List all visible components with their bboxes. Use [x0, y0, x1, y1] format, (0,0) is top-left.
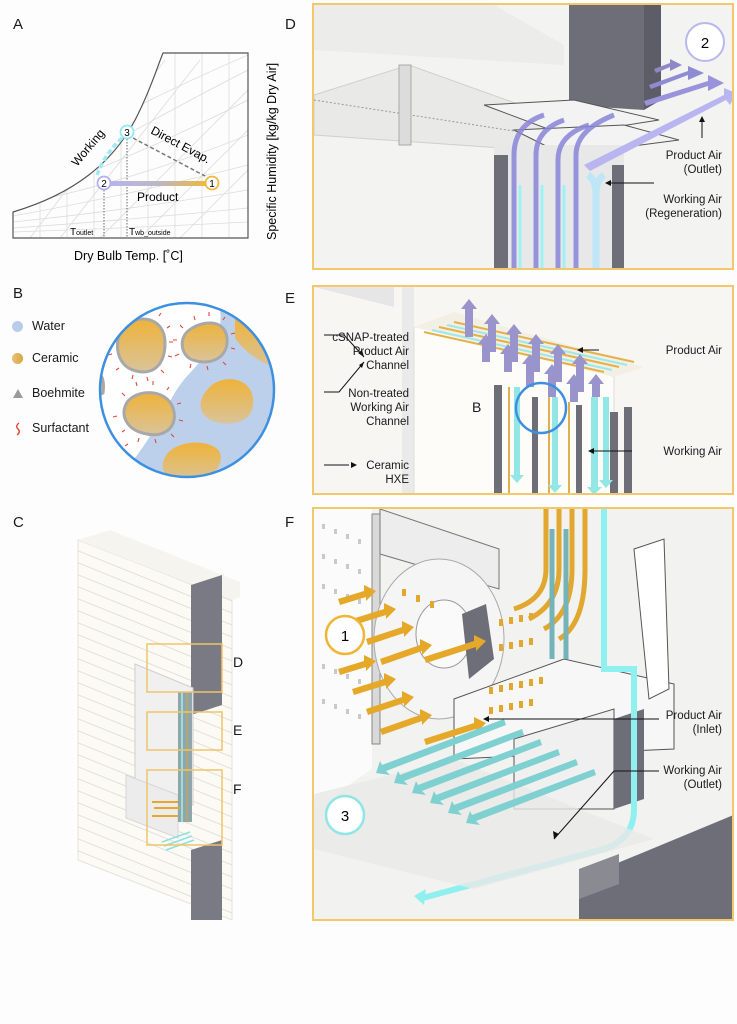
stage-3-marker	[324, 794, 366, 836]
callout-box-e	[146, 711, 223, 751]
product-channels-vertical	[508, 387, 570, 493]
callout-label-d: D	[233, 654, 244, 670]
stage-2-marker	[685, 22, 725, 62]
t-wb-label: Twb_outside	[129, 227, 171, 238]
working-air-outlet-arrows	[376, 719, 596, 825]
legend-item-ceramic: Ceramic	[12, 351, 152, 367]
intake-grille	[125, 774, 179, 839]
microstructure-inset	[98, 301, 276, 479]
working-process-line	[95, 136, 124, 176]
hxe-channel-illustration	[314, 287, 732, 493]
legend-item-boehmite: Boehmite	[12, 386, 152, 402]
callout-box-f	[146, 769, 223, 846]
ceramic-dot-icon	[12, 353, 23, 364]
product-air-inlet-label: Product Air(Inlet)	[665, 710, 722, 736]
chart-grid	[13, 53, 248, 238]
wall-side-lower	[191, 840, 222, 920]
working-air-down-arrows	[510, 387, 613, 493]
stage-1-marker	[324, 614, 366, 656]
panel-label-d: D	[285, 16, 296, 33]
svg-text:1: 1	[209, 179, 215, 190]
product-air-channels	[511, 112, 615, 268]
inset-ring	[98, 301, 276, 479]
leader-lines	[324, 334, 632, 466]
working-curve-label: Working	[69, 126, 108, 169]
svg-text:2: 2	[701, 35, 709, 52]
psychrometric-chart: 1 2 3 Working Direct Evap. Product Toutl…	[12, 52, 279, 263]
saturation-curve	[12, 52, 249, 239]
panel-label-c: C	[13, 514, 24, 531]
svg-text:1: 1	[341, 628, 349, 645]
product-air-outlet-label: Product Air(Outlet)	[665, 150, 722, 176]
working-air-label: Working Air	[663, 446, 722, 458]
legend-item-water: Water	[12, 319, 152, 335]
panel-label-a: A	[13, 16, 24, 33]
wall-overview	[77, 530, 240, 920]
callout-label-e: E	[233, 722, 243, 738]
perforated-grille	[314, 509, 372, 809]
panel-label-e: E	[285, 290, 296, 307]
panel-label-b: B	[13, 285, 24, 302]
product-air-inlet-arrows	[338, 585, 486, 745]
inset-b-label: B	[472, 399, 482, 415]
legend-item-surfactant: Surfactant	[12, 421, 152, 437]
panel-label-f: F	[285, 514, 295, 531]
surfactant-squiggle-icon	[16, 422, 20, 436]
state-point-2: 2	[96, 175, 112, 191]
product-process-line	[110, 181, 206, 186]
state-point-1: 1	[204, 175, 220, 191]
svg-text:3: 3	[124, 128, 130, 139]
working-air-channels	[518, 185, 566, 268]
outlet-detail-illustration: 2	[314, 5, 732, 268]
boehmite-triangle-icon	[13, 389, 23, 398]
panel-f: 1 3 Product Air(Inlet) Working Air(Outle…	[312, 507, 734, 921]
product-label: Product	[137, 190, 179, 204]
wall-side-upper	[191, 575, 222, 715]
water-dot-icon	[12, 321, 23, 332]
panel-d: 2 Product Air(Outlet) Working Air(Regene…	[312, 3, 734, 270]
inset-b-marker	[514, 381, 568, 435]
callout-label-f: F	[233, 781, 242, 797]
svg-text:3: 3	[341, 808, 349, 825]
direct-evap-line	[132, 137, 206, 177]
y-axis-label: Specific Humidity [kg/kg Dry Air]	[265, 63, 279, 240]
product-air-label: Product Air	[665, 345, 722, 357]
state-point-3: 3	[119, 124, 135, 140]
regeneration-channel	[585, 172, 607, 268]
facade-cap	[569, 5, 644, 110]
x-axis-label: Dry Bulb Temp. [˚C]	[74, 249, 183, 263]
sill	[579, 815, 732, 919]
channel-walls	[494, 385, 632, 493]
inlet-air-dashes	[402, 589, 543, 714]
t-outlet-label: Toutlet	[70, 227, 93, 238]
inlet-air-mini	[152, 801, 180, 817]
product-air-outlet-arrows	[584, 59, 732, 171]
callout-box-d	[146, 643, 223, 693]
working-air-regeneration-label: Working Air(Regeneration)	[645, 194, 722, 220]
svg-text:2: 2	[101, 179, 107, 190]
intake-fan-illustration: 1 3	[314, 509, 732, 919]
f-leader-lines	[489, 718, 659, 840]
working-air-outlet-label: Working Air(Outlet)	[663, 765, 722, 791]
